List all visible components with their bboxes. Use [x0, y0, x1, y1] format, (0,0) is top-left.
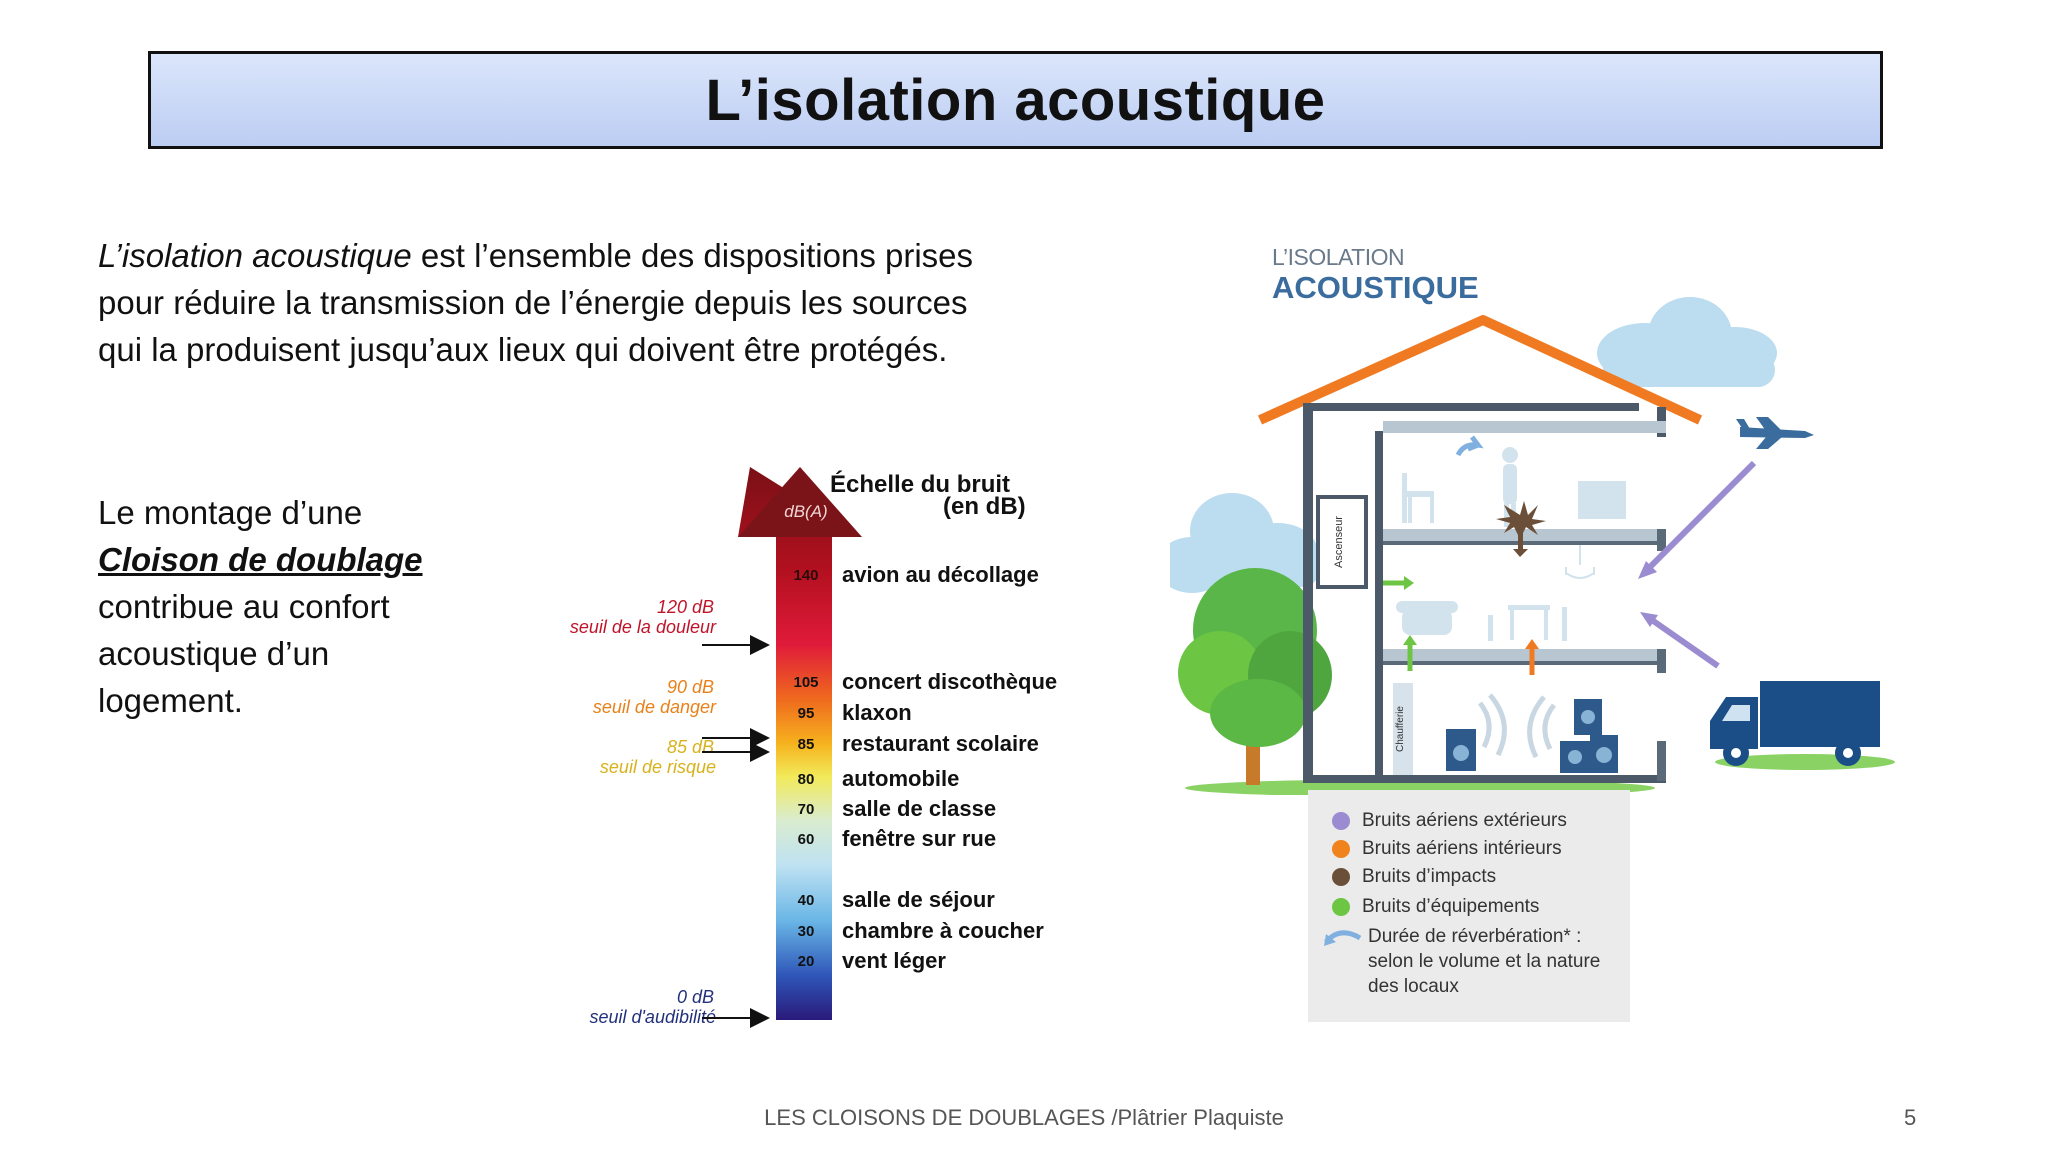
reverb-line-1: Durée de réverbération* :: [1368, 926, 1582, 947]
boiler-label: Chaufferie: [1395, 706, 1406, 752]
illustration-heading-1: L’ISOLATION: [1272, 244, 1404, 270]
title-banner: L’isolation acoustique: [148, 51, 1883, 149]
scale-level-value: 85: [798, 736, 815, 753]
scale-level-label: automobile: [842, 766, 959, 791]
threshold-value: 90 dB: [667, 677, 714, 697]
threshold-value: 0 dB: [677, 987, 714, 1007]
illustration-heading-2: ACOUSTIQUE: [1272, 270, 1479, 305]
scale-level-value: 105: [793, 674, 818, 691]
noise-scale: dB(A) Échelle du bruit (en dB) 140 avion …: [570, 467, 1057, 1028]
furniture: [1396, 447, 1626, 641]
scale-level-label: chambre à coucher: [842, 918, 1044, 943]
scale-level-label: salle de séjour: [842, 887, 995, 912]
side-line-4: acoustique d’un: [98, 635, 330, 672]
reverb-arrow-icon: [1324, 930, 1362, 946]
scale-level-value: 95: [798, 705, 815, 722]
legend-dot-interior: [1332, 840, 1350, 858]
side-line-5: logement.: [98, 682, 243, 719]
scale-level-value: 20: [798, 953, 815, 970]
house-illustration: L’ISOLATION ACOUSTIQUE Ascense: [1170, 244, 1895, 795]
legend-item: Bruits d’équipements: [1332, 896, 1539, 918]
threshold-value: 120 dB: [657, 597, 714, 617]
scale-arrow-head: [738, 467, 862, 537]
footer-text: LES CLOISONS DE DOUBLAGES /Plâtrier Plaq…: [764, 1105, 1284, 1130]
legend-dot-impacts: [1332, 868, 1350, 886]
intro-paragraph: L’isolation acoustique est l’ensemble de…: [98, 232, 1058, 373]
arrows-exterior: [1638, 460, 1757, 669]
legend-label: Bruits aériens intérieurs: [1362, 838, 1562, 859]
impact-icon: [1496, 501, 1546, 557]
side-line-3: contribue au confort: [98, 588, 390, 625]
legend-label: Bruits aériens extérieurs: [1362, 810, 1567, 831]
chandelier: [1565, 545, 1595, 579]
legend-item-reverb: Durée de réverbération* : selon le volum…: [1322, 924, 1618, 999]
scale-level-label: avion au décollage: [842, 562, 1039, 587]
scale-title-2: (en dB): [943, 493, 1026, 520]
doublage-paragraph: Le montage d’une Cloison de doublage con…: [98, 489, 458, 724]
scale-unit: dB(A): [784, 502, 827, 521]
scale-level-value: 70: [798, 801, 815, 818]
intro-line-3: qui la produisent jusqu’aux lieux qui do…: [98, 331, 948, 368]
scale-level-value: 60: [798, 831, 815, 848]
legend-dot-exterior: [1332, 812, 1350, 830]
reverb-arrow: [1455, 435, 1484, 457]
arrows-equipment: [1383, 576, 1417, 671]
legend-item: Bruits aériens extérieurs: [1332, 810, 1567, 832]
arrow-interior: [1525, 639, 1539, 675]
intro-line-1: L’isolation acoustique est l’ensemble de…: [98, 232, 1058, 279]
scale-levels: 140 avion au décollage 105 concert discothè…: [793, 562, 1057, 973]
page-title: L’isolation acoustique: [705, 67, 1326, 133]
legend-item: Bruits d’impacts: [1332, 866, 1496, 888]
intro-emphasis: L’isolation acoustique: [98, 237, 412, 274]
truck-icon: [1710, 681, 1880, 766]
building-frame: [1303, 403, 1666, 783]
scale-level-label: klaxon: [842, 700, 912, 725]
threshold-label: seuil de risque: [600, 757, 716, 777]
page-number: 5: [1904, 1105, 1917, 1130]
scale-level-value: 30: [798, 923, 815, 940]
scale-title-1: Échelle du bruit: [830, 470, 1010, 498]
illustration-legend: Bruits aériens extérieurs Bruits aériens…: [1308, 790, 1630, 1022]
reverb-text: Durée de réverbération* : selon le volum…: [1368, 924, 1618, 999]
sound-waves: [1477, 693, 1557, 759]
intro-line-1-rest: est l’ensemble des dispositions prises: [411, 237, 974, 274]
threshold-label: seuil de danger: [593, 697, 717, 717]
scale-level-label: salle de classe: [842, 796, 996, 821]
scale-level-value: 140: [793, 567, 818, 584]
legend-label: Bruits d’équipements: [1362, 896, 1540, 917]
cloison-emphasis: Cloison de doublage: [98, 541, 423, 578]
elevator-shaft: [1316, 495, 1368, 589]
scale-level-label: concert discothèque: [842, 669, 1057, 694]
airplane-icon: [1736, 417, 1814, 449]
building-floors: [1383, 421, 1666, 661]
scale-level-label: vent léger: [842, 948, 946, 973]
intro-line-2: pour réduire la transmission de l’énergi…: [98, 284, 968, 321]
scale-level-label: restaurant scolaire: [842, 731, 1039, 756]
scale-level-label: fenêtre sur rue: [842, 826, 996, 851]
threshold-label: seuil d'audibilité: [589, 1007, 716, 1027]
reverb-line-2: selon le volume et la nature: [1368, 951, 1601, 972]
threshold-value: 85 dB: [667, 737, 714, 757]
speaker-cones: [1453, 710, 1612, 764]
reverb-line-3: des locaux: [1368, 976, 1459, 997]
threshold-label: seuil de la douleur: [570, 617, 717, 637]
elevator-label: Ascenseur: [1333, 516, 1345, 568]
boiler: [1393, 683, 1413, 775]
legend-label: Bruits d’impacts: [1362, 866, 1497, 887]
side-line-1: Le montage d’une: [98, 494, 363, 531]
legend-dot-equipment: [1332, 898, 1350, 916]
cloud-top-right: [1597, 297, 1777, 387]
scale-level-value: 40: [798, 892, 815, 909]
roof: [1257, 315, 1703, 425]
scale-level-value: 80: [798, 771, 815, 788]
cloud-left: [1170, 493, 1320, 593]
legend-item: Bruits aériens intérieurs: [1332, 838, 1562, 860]
scale-arrow-bar: [738, 467, 862, 1020]
building-floor-edges: [1383, 529, 1666, 781]
